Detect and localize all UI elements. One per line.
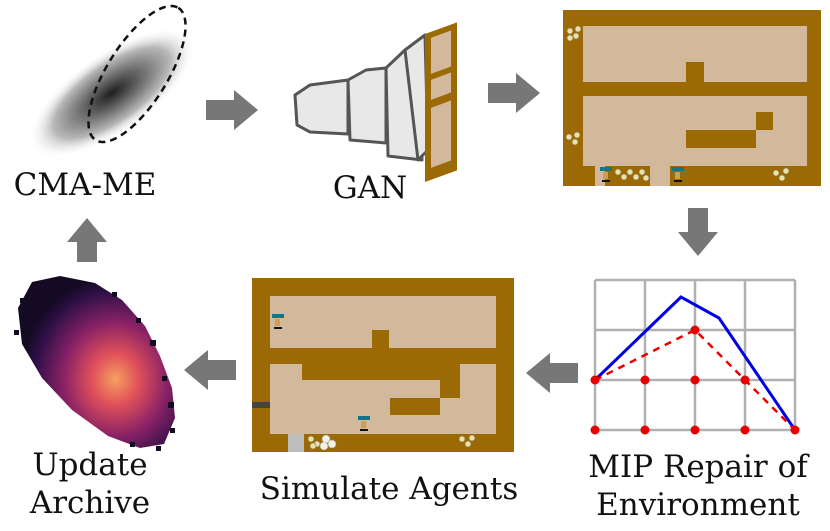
gan-label: GAN <box>332 170 408 206</box>
simulate-agents-label: Simulate Agents <box>259 471 519 507</box>
grid <box>593 278 797 432</box>
arrow-up <box>67 218 107 262</box>
arrow-right-2 <box>488 73 540 113</box>
generated-level <box>563 10 821 186</box>
sampling-ellipse <box>87 4 187 144</box>
flow-arrows <box>67 73 718 393</box>
pellet-cluster <box>319 434 337 451</box>
lattice-points <box>590 325 800 435</box>
cma-me-distribution <box>28 4 196 159</box>
mip-repair-label-line1: MIP Repair of <box>588 449 808 485</box>
arrow-left-1 <box>526 353 578 393</box>
arrow-down <box>678 208 718 256</box>
simulated-level <box>252 278 514 452</box>
agent-sprite <box>600 167 612 182</box>
mip-repair-plot <box>590 278 800 435</box>
update-archive-label-line1: Update <box>32 447 148 483</box>
gan-generator-icon <box>293 33 430 162</box>
gan-output-level <box>425 22 457 182</box>
coin-cluster <box>307 434 476 450</box>
agent-sprite <box>672 167 684 182</box>
mip-repair-label-line2: Environment <box>596 487 800 523</box>
gaussian-blob <box>28 27 196 159</box>
arrow-left-2 <box>184 350 236 390</box>
original-solution-line <box>593 295 797 431</box>
coin-cluster <box>565 25 790 182</box>
agent-sprite <box>272 314 284 329</box>
update-archive-label-line2: Archive <box>29 485 151 521</box>
arrow-right-1 <box>206 90 258 130</box>
archive-heatmap <box>14 276 175 451</box>
cma-me-label: CMA-ME <box>13 167 157 203</box>
agent-sprite <box>358 416 370 431</box>
